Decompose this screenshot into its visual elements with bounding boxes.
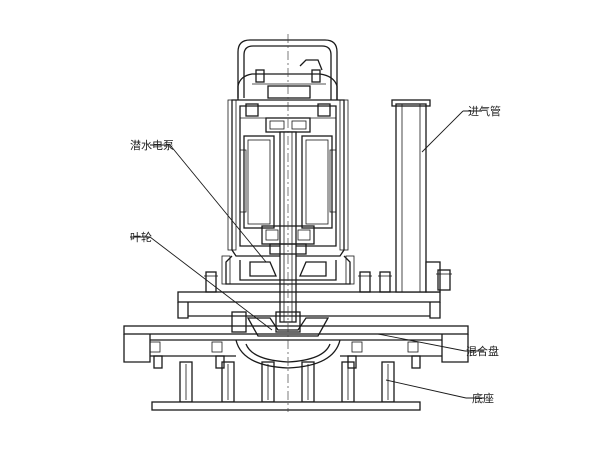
label-impeller: 叶轮 [130, 231, 152, 244]
air-intake-pipe [391, 99, 452, 293]
base-stand [151, 361, 421, 411]
label-intake-pipe: 进气管 [468, 105, 501, 118]
motor-top-cap [237, 59, 338, 100]
cover-plate [177, 291, 441, 319]
label-submersible-pump: 潜水电泵 [130, 139, 174, 152]
label-base: 底座 [472, 392, 494, 405]
lifting-handle [237, 39, 338, 100]
label-mixing-plate: 混合盘 [466, 345, 499, 358]
flange-bolts [204, 271, 392, 293]
stator-winding-left [239, 135, 275, 229]
stator-winding-right [301, 135, 337, 229]
leader-lines [130, 110, 484, 399]
